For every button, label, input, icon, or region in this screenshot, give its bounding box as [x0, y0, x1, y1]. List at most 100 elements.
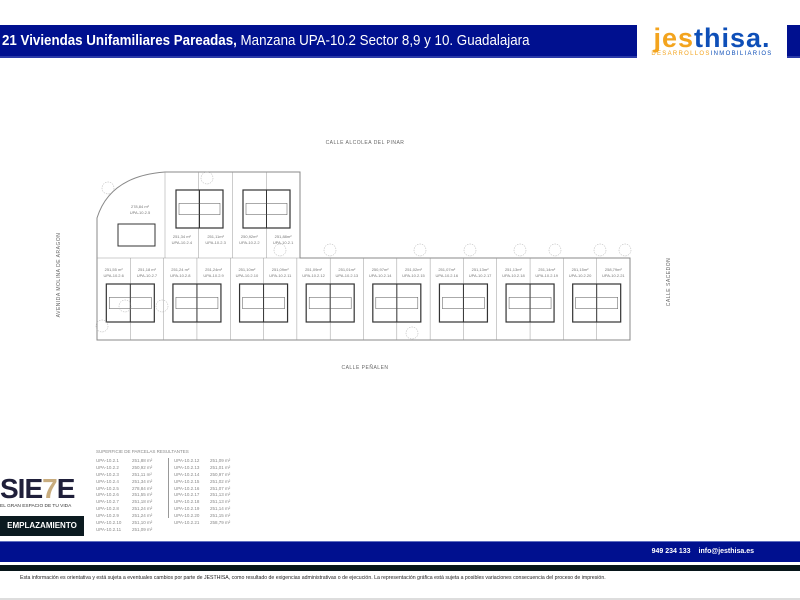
plot-area: 251,01 m² — [210, 464, 231, 470]
table-row: UPA-10.2.12 251,09 m² — [174, 458, 246, 465]
lot-area: 251,88m² — [275, 234, 293, 239]
lot-id: UPA-10.2.3 — [205, 240, 226, 245]
lot-area: 250,92m² — [241, 234, 259, 239]
table-row: UPA-10.2.21 258,79 m² — [174, 520, 246, 527]
table-divider — [168, 458, 169, 518]
phone: 949 234 133 — [651, 548, 691, 555]
plot-area: 258,79 m² — [210, 520, 231, 526]
plot-id: UPA-10.2.11 — [96, 526, 122, 532]
lot-id: UPA-10.2.16 — [435, 273, 458, 278]
tree-icon — [95, 319, 109, 333]
plot-id: UPA-10.2.3 — [96, 471, 119, 477]
lot-area: 251,07m² — [438, 267, 456, 272]
plot-id: UPA-10.2.21 — [174, 520, 200, 526]
plot-id: UPA-10.2.18 — [174, 499, 200, 505]
lot-id: UPA-10.2.10 — [236, 273, 259, 278]
lot-id: UPA-10.2.4 — [172, 240, 193, 245]
divider — [0, 598, 800, 600]
email[interactable]: info@jesthisa.es — [698, 548, 754, 555]
plot-area: 278,84 m² — [132, 485, 153, 491]
lot-area: 251,13m² — [472, 267, 490, 272]
table-title: SUPERFICIE DE PARCELAS RESULTANTES — [96, 449, 189, 454]
plot-id: UPA-10.2.20 — [174, 513, 200, 519]
plot-area: 251,24 m² — [132, 506, 153, 512]
lot-id: UPA-10.2.21 — [602, 273, 625, 278]
lot-area: 258,79m² — [605, 267, 623, 272]
plot-area: 251,02 m² — [210, 478, 231, 484]
tree-icon — [405, 326, 419, 340]
table-row: UPA-10.2.1 251,88 m² — [96, 458, 168, 465]
street-label-east: CALLE SACEDON — [666, 258, 672, 306]
lot-area: 251,09m² — [305, 267, 323, 272]
plot-area: 251,55 m² — [132, 492, 153, 498]
plot-area: 251,07 m² — [210, 485, 231, 491]
table-row: UPA-10.2.20 251,15 m² — [174, 513, 246, 520]
stair-core — [375, 297, 419, 309]
lot-area: 251,10m² — [238, 267, 256, 272]
plot-id: UPA-10.2.7 — [96, 499, 119, 505]
street-label-south: CALLE PEÑALEN — [341, 364, 388, 371]
lot-id: UPA-10.2.18 — [502, 273, 525, 278]
lot-area: 251,18 m² — [138, 267, 157, 272]
lot-area: 251,24m² — [205, 267, 223, 272]
divider — [0, 565, 800, 571]
lot-id: UPA-10.2.17 — [469, 273, 492, 278]
page-title: 21 Viviendas Unifamiliares Pareadas, Man… — [2, 33, 530, 49]
lot-area: 251,14m² — [538, 267, 556, 272]
plot-id: UPA-10.2.6 — [96, 492, 119, 498]
lot-id: UPA-10.2.20 — [569, 273, 592, 278]
plot-id: UPA-10.2.1 — [96, 458, 119, 463]
lot-area: 251,34 m² — [173, 234, 192, 239]
lot-area: 278,84 m² — [131, 204, 150, 209]
plot-area: 250,92 m² — [132, 464, 153, 470]
stair-core — [442, 297, 485, 309]
disclaimer: Esta información es orientativa y está s… — [20, 575, 606, 581]
plot-area: 251,09 m² — [132, 526, 153, 532]
lot-area: 251,15m² — [572, 267, 590, 272]
plot-area: 251,34 m² — [132, 478, 153, 484]
tree-icon — [513, 243, 527, 257]
lot-id: UPA-10.2.11 — [269, 273, 292, 278]
tree-icon — [118, 299, 132, 313]
tree-icon — [618, 243, 632, 257]
table-row: UPA-10.2.18 251,13 m² — [174, 499, 246, 506]
plot-id: UPA-10.2.17 — [174, 492, 200, 498]
plot-id: UPA-10.2.4 — [96, 478, 119, 484]
plot-id: UPA-10.2.5 — [96, 485, 119, 491]
lot-id: UPA-10.2.14 — [369, 273, 392, 278]
lot-area: 250,97m² — [372, 267, 390, 272]
siete-logo: SIE7E EL GRAN ESPACIO DE TU VIDA — [0, 474, 84, 510]
lot-area: 251,13m² — [505, 267, 523, 272]
jesthisa-logo: jesthisa. DESARROLLOSINMOBILIARIOS — [637, 25, 787, 58]
lot-id: UPA-10.2.2 — [239, 240, 260, 245]
tree-icon — [413, 243, 427, 257]
lot-id: UPA-10.2.7 — [137, 273, 158, 278]
table-row: UPA-10.2.8 251,24 m² — [96, 506, 168, 513]
plot-id: UPA-10.2.14 — [174, 471, 200, 477]
plot-id: UPA-10.2.8 — [96, 506, 119, 512]
tree-icon — [463, 243, 477, 257]
plot-id: UPA-10.2.12 — [174, 458, 200, 463]
table-row: UPA-10.2.6 251,55 m² — [96, 492, 168, 499]
plot-area: 251,24 m² — [132, 513, 153, 519]
plot-area: 251,09 m² — [210, 458, 231, 463]
lot-id: UPA-10.2.1 — [273, 240, 294, 245]
plot-area: 251,88 m² — [132, 458, 153, 463]
contact-bar: 949 234 133 info@jesthisa.es — [0, 541, 800, 562]
plot-area: 251,15 m² — [210, 513, 231, 519]
tree-icon — [155, 299, 169, 313]
stair-core — [175, 297, 219, 309]
plot-area: 251,13 m² — [210, 499, 231, 505]
stair-core — [308, 297, 352, 309]
plot-area: 250,97 m² — [210, 471, 231, 477]
plot-id: UPA-10.2.10 — [96, 520, 122, 526]
lot-id: UPA-10.2.8 — [170, 273, 191, 278]
